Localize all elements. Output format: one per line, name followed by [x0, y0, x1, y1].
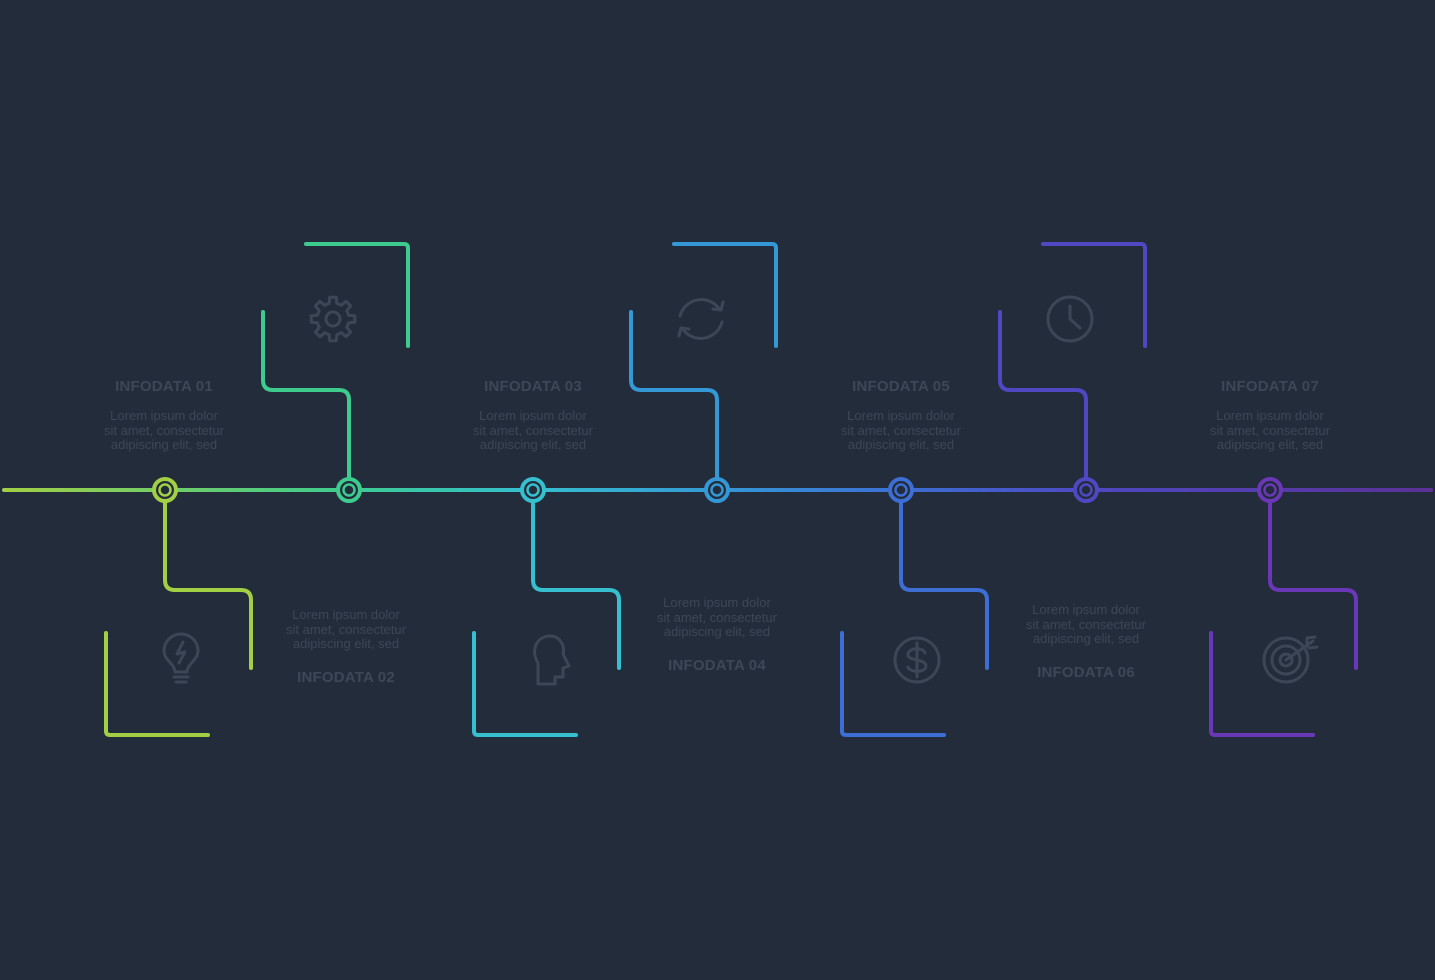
step-7-node — [1257, 477, 1283, 503]
step-1-desc-line-1: Lorem ipsum dolor — [110, 408, 218, 423]
step-2-graphics — [261, 242, 410, 503]
step-1-title: INFODATA 01 — [115, 378, 213, 395]
step-1-desc-line-2: sit amet, consectetur — [104, 422, 224, 438]
head-icon — [533, 634, 571, 686]
step-7-frame — [1209, 631, 1315, 737]
step-2-desc-line-1: Lorem ipsum dolor — [292, 607, 400, 622]
gear-icon — [309, 295, 357, 343]
step-3-graphics — [472, 477, 621, 737]
step-3-desc-line-1: Lorem ipsum dolor — [479, 408, 587, 423]
step-7-node-inner — [1263, 483, 1277, 497]
step-4-connector — [629, 310, 719, 492]
step-6-node-inner — [1079, 483, 1093, 497]
step-2-description: Lorem ipsum dolor sit amet, consectetur … — [236, 607, 456, 652]
step-1-desc-line-3: adipiscing elit, sed — [110, 437, 218, 452]
step-7-desc-line-1: Lorem ipsum dolor — [1216, 408, 1324, 423]
step-6-frame — [1041, 242, 1147, 348]
target-icon — [1262, 635, 1319, 684]
step-5-graphics — [840, 477, 989, 737]
step-4-desc-line-3: adipiscing elit, sed — [663, 624, 771, 639]
step-2-title: INFODATA 02 — [297, 669, 395, 686]
step-6-graphics — [998, 242, 1147, 503]
step-6-description: Lorem ipsum dolor sit amet, consectetur … — [976, 602, 1196, 647]
step-2-frame — [304, 242, 410, 348]
step-6-node — [1073, 477, 1099, 503]
step-3-node-inner — [526, 483, 540, 497]
refresh-icon — [677, 298, 725, 340]
step-4-node-inner — [710, 483, 724, 497]
step-2-desc-line-3: adipiscing elit, sed — [292, 636, 400, 651]
step-1-node-inner — [158, 483, 172, 497]
step-5-title: INFODATA 05 — [852, 378, 950, 395]
step-7-desc-line-2: sit amet, consectetur — [1210, 422, 1330, 438]
step-1-connector — [163, 488, 253, 670]
step-1-description: Lorem ipsum dolor sit amet, consectetur … — [54, 408, 274, 453]
step-3-desc-line-2: sit amet, consectetur — [473, 422, 593, 438]
step-5-desc-line-3: adipiscing elit, sed — [847, 437, 955, 452]
step-3-node — [520, 477, 546, 503]
step-6-desc-line-3: adipiscing elit, sed — [1032, 631, 1140, 646]
step-5-connector — [899, 488, 989, 670]
step-3-connector — [531, 488, 621, 670]
step-2-desc-line-2: sit amet, consectetur — [286, 621, 406, 637]
step-6-title: INFODATA 06 — [1037, 664, 1135, 681]
step-4-graphics — [629, 242, 778, 503]
step-5-node-inner — [894, 483, 908, 497]
step-1-frame — [104, 631, 210, 737]
step-4-node — [704, 477, 730, 503]
step-3-frame — [472, 631, 578, 737]
step-4-desc-line-2: sit amet, consectetur — [657, 609, 777, 625]
step-5-desc-line-1: Lorem ipsum dolor — [847, 408, 955, 423]
step-4-title: INFODATA 04 — [668, 657, 766, 674]
step-1-graphics — [104, 477, 253, 737]
step-6-desc-line-1: Lorem ipsum dolor — [1032, 602, 1140, 617]
step-4-description: Lorem ipsum dolor sit amet, consectetur … — [607, 595, 827, 640]
step-4-desc-line-1: Lorem ipsum dolor — [663, 595, 771, 610]
step-4-frame — [672, 242, 778, 348]
step-2-connector — [261, 310, 351, 492]
step-5-node — [888, 477, 914, 503]
step-6-desc-line-2: sit amet, consectetur — [1026, 616, 1146, 632]
lightbulb-icon — [162, 632, 200, 684]
clock-icon — [1046, 295, 1094, 343]
step-3-description: Lorem ipsum dolor sit amet, consectetur … — [423, 408, 643, 453]
step-6-connector — [998, 310, 1088, 492]
step-5-frame — [840, 631, 946, 737]
step-3-title: INFODATA 03 — [484, 378, 582, 395]
step-7-graphics — [1209, 477, 1358, 737]
step-5-description: Lorem ipsum dolor sit amet, consectetur … — [791, 408, 1011, 453]
step-2-node-inner — [342, 483, 356, 497]
step-7-description: Lorem ipsum dolor sit amet, consectetur … — [1160, 408, 1380, 453]
step-1-node — [152, 477, 178, 503]
step-7-connector — [1268, 488, 1358, 670]
dollar-icon — [893, 636, 941, 684]
step-2-node — [336, 477, 362, 503]
step-7-title: INFODATA 07 — [1221, 378, 1319, 395]
step-7-desc-line-3: adipiscing elit, sed — [1216, 437, 1324, 452]
step-5-desc-line-2: sit amet, consectetur — [841, 422, 961, 438]
step-3-desc-line-3: adipiscing elit, sed — [479, 437, 587, 452]
